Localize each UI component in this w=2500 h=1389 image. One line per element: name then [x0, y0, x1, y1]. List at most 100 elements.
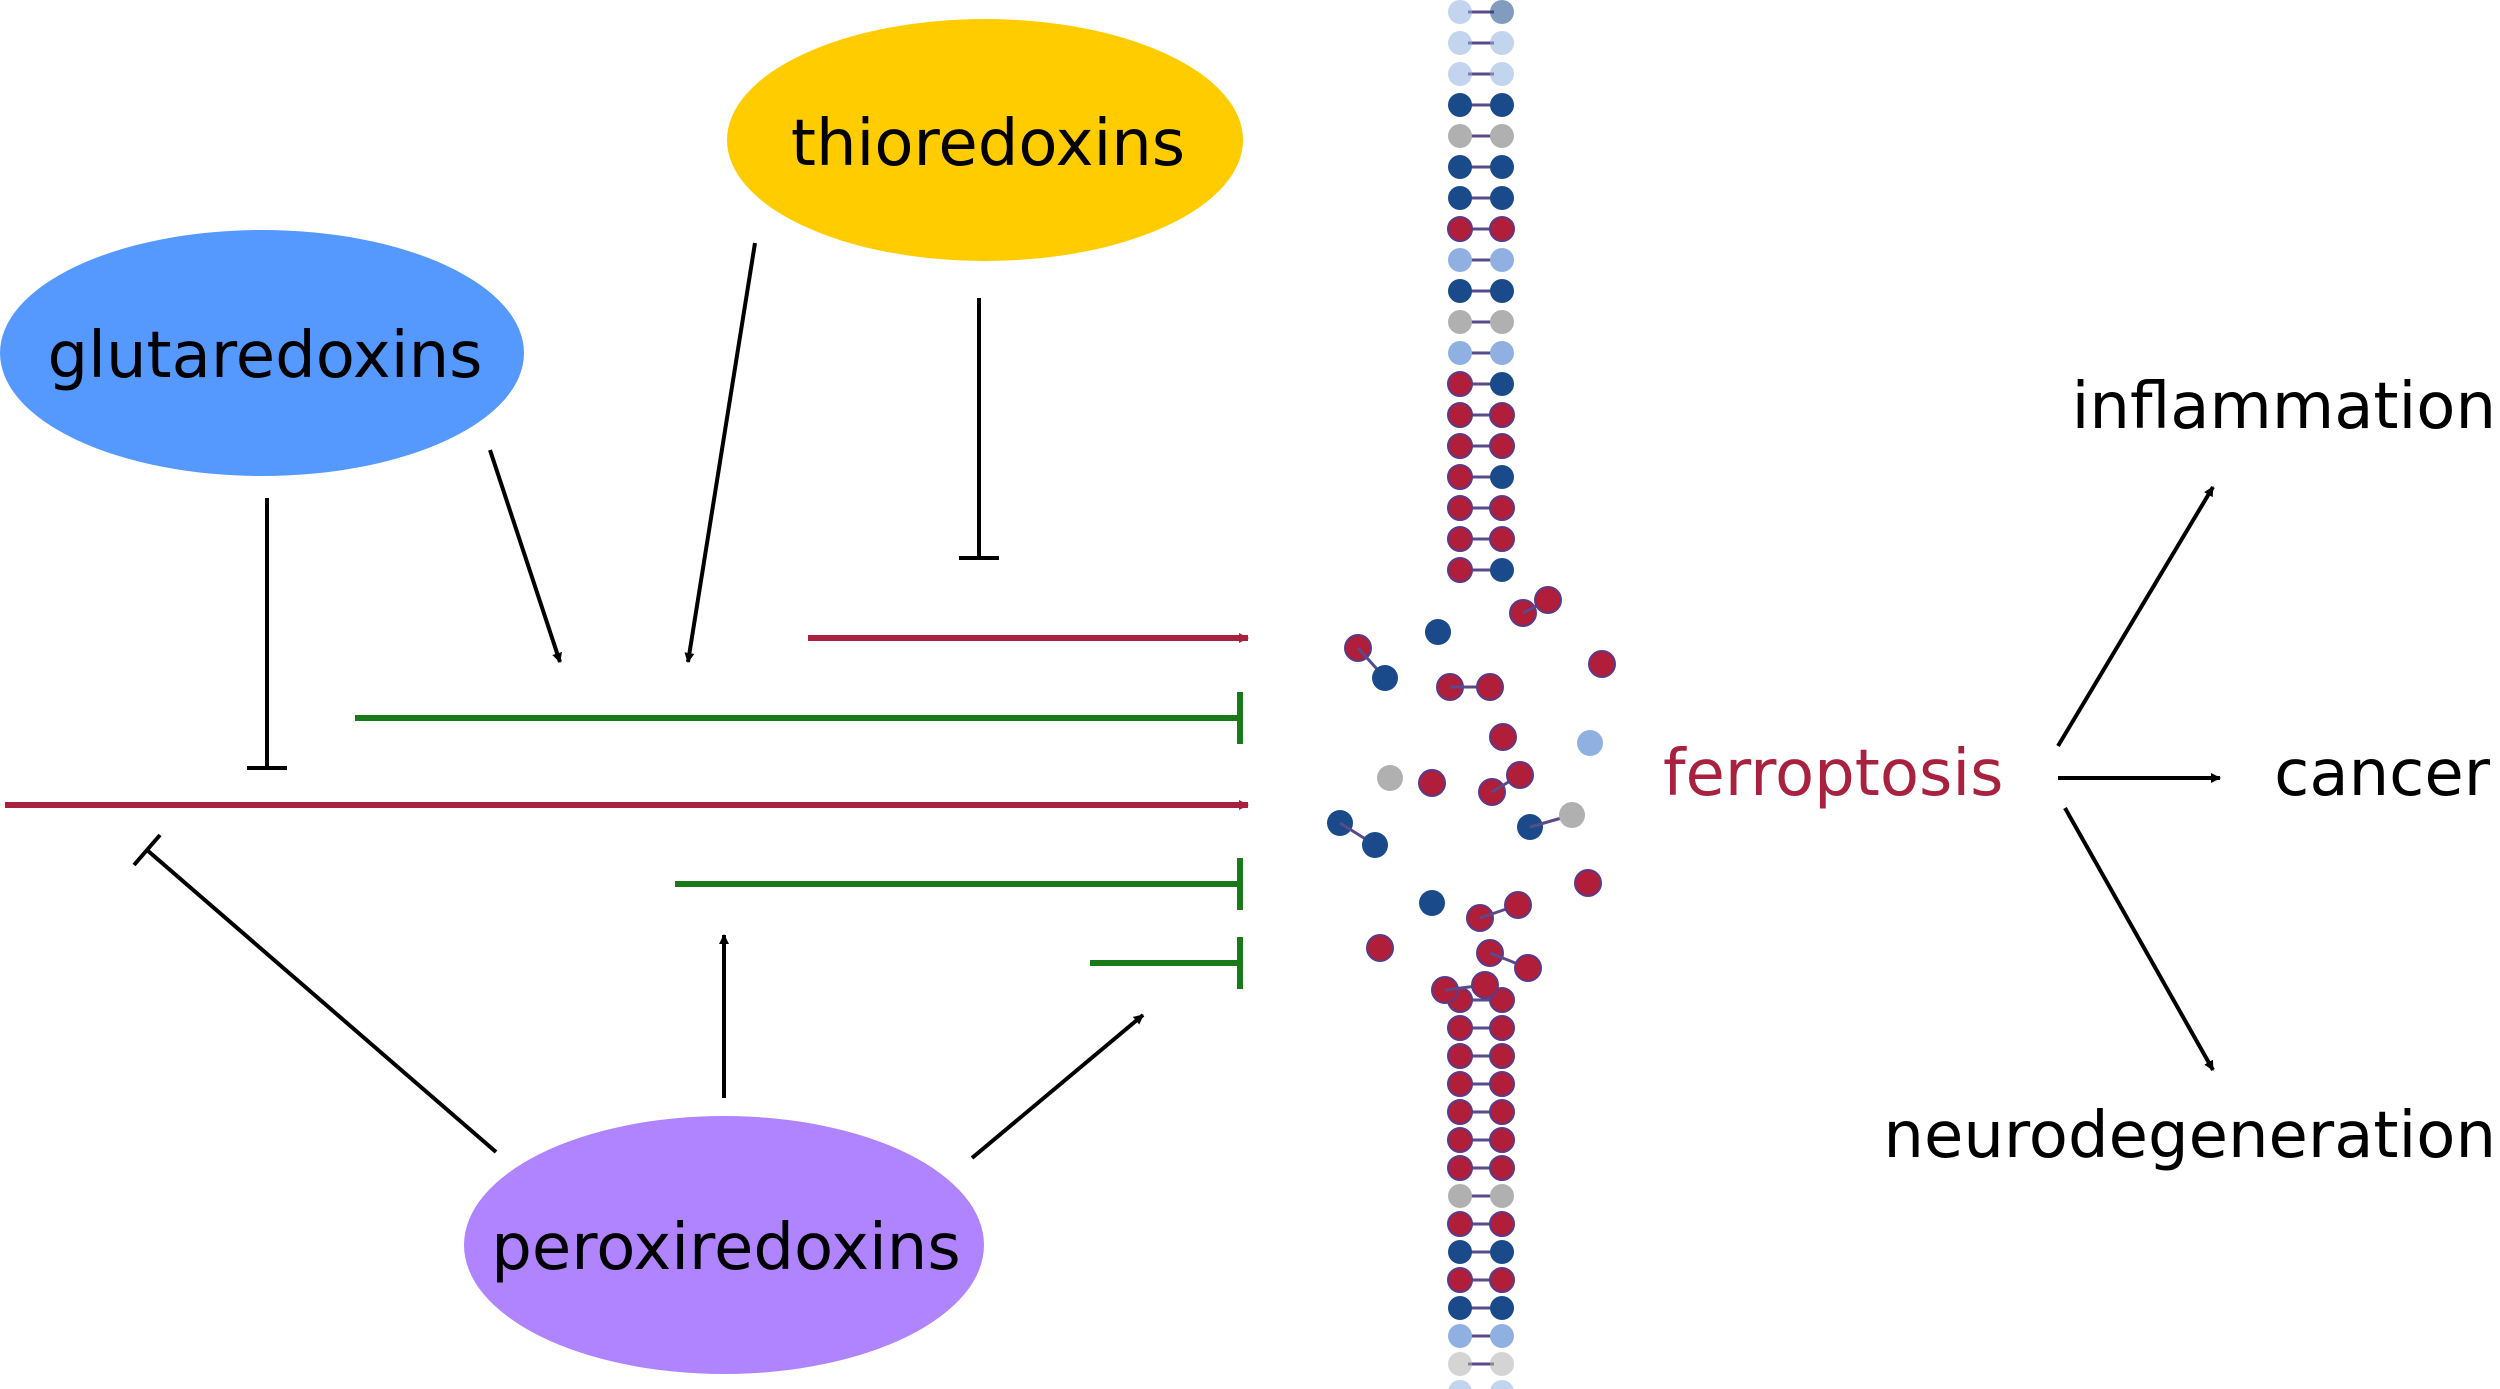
lipid-head [1490, 465, 1514, 489]
outcome-inflammation: inflammation [2072, 370, 2496, 444]
lipid-head [1447, 1267, 1473, 1293]
lipid-fragments [1327, 586, 1616, 1004]
peroxiredoxins-label: peroxiredoxins [491, 1211, 960, 1285]
lipid-head [1489, 1127, 1515, 1153]
lipid-head [1447, 1099, 1473, 1125]
lipid-head [1447, 1015, 1473, 1041]
lipid-head [1489, 526, 1515, 552]
inhibit-lines [355, 692, 1243, 989]
lipid-head [1447, 495, 1473, 521]
lipid-head [1504, 891, 1532, 919]
lipid-head [1490, 62, 1514, 86]
lipid-head [1448, 62, 1472, 86]
lipid-head [1448, 1324, 1472, 1348]
lipid-head [1447, 464, 1473, 490]
lipid-head [1447, 433, 1473, 459]
lipid-head [1448, 1352, 1472, 1376]
lipid-head [1448, 248, 1472, 272]
lipid-membrane [1447, 0, 1515, 1389]
lipid-head [1489, 1071, 1515, 1097]
lipid-head [1574, 869, 1602, 897]
lipid-head [1448, 1184, 1472, 1208]
lipid-head [1489, 723, 1517, 751]
lipid-head [1489, 433, 1515, 459]
lipid-head [1447, 371, 1473, 397]
lipid-head [1489, 1015, 1515, 1041]
lipid-head [1362, 832, 1388, 858]
lipid-head [1534, 586, 1562, 614]
node-glutaredoxins: glutaredoxins [0, 230, 524, 476]
outcome-cancer: cancer [2274, 737, 2491, 811]
lipid-head [1577, 730, 1603, 756]
lipid-head [1489, 1043, 1515, 1069]
lipid-head [1447, 1211, 1473, 1237]
lipid-head [1506, 761, 1534, 789]
lipid-head [1447, 1127, 1473, 1153]
lipid-head [1372, 665, 1398, 691]
lipid-head [1588, 650, 1616, 678]
thioredoxins-label: thioredoxins [791, 107, 1185, 181]
lipid-head [1489, 216, 1515, 242]
thioredoxins-arrow-to-green-line [684, 242, 757, 663]
arrow-to-inflammation [2056, 485, 2215, 748]
lipid-head [1490, 1380, 1514, 1389]
lipid-head [1476, 673, 1504, 701]
lipid-head [1448, 0, 1472, 24]
lipid-head [1490, 124, 1514, 148]
regulatory-edges [132, 242, 1145, 1160]
lipid-head [1448, 1240, 1472, 1264]
lipid-head [1471, 971, 1499, 999]
lipid-head [1490, 31, 1514, 55]
lipid-head [1447, 1071, 1473, 1097]
arrow-to-neurodegeneration [2063, 807, 2215, 1071]
lipid-head [1490, 0, 1514, 24]
lipid-head [1489, 987, 1515, 1013]
lipid-head [1377, 765, 1403, 791]
glutaredoxins-ellipse [0, 230, 524, 476]
lipid-head [1490, 93, 1514, 117]
lipid-head [1489, 1267, 1515, 1293]
lipid-head [1490, 372, 1514, 396]
node-peroxiredoxins: peroxiredoxins [464, 1116, 984, 1374]
lipid-head [1447, 557, 1473, 583]
peroxiredoxins-ellipse [464, 1116, 984, 1374]
lipid-head [1514, 954, 1542, 982]
lipid-head [1490, 1184, 1514, 1208]
lipid-head [1448, 31, 1472, 55]
lipid-head [1490, 1240, 1514, 1264]
lipid-head [1448, 93, 1472, 117]
peroxiredoxins-arrow-diagonal [970, 1013, 1145, 1160]
lipid-head [1366, 934, 1394, 962]
lipid-head [1490, 310, 1514, 334]
lipid-head [1447, 1043, 1473, 1069]
outcome-neurodegeneration: neurodegeneration [1883, 1099, 2496, 1173]
lipid-head [1448, 279, 1472, 303]
lipid-head [1448, 155, 1472, 179]
outcome-arrows [2056, 485, 2221, 1071]
lipid-head [1448, 124, 1472, 148]
lipid-head [1490, 186, 1514, 210]
lipid-head [1559, 802, 1585, 828]
ferroptosis-label: ferroptosis [1663, 737, 2004, 811]
lipid-head [1490, 558, 1514, 582]
lipid-head [1418, 769, 1446, 797]
lipid-head [1490, 1352, 1514, 1376]
lipid-head [1419, 890, 1445, 916]
lipid-head [1448, 1296, 1472, 1320]
lipid-head [1489, 1211, 1515, 1237]
lipid-head [1490, 248, 1514, 272]
peroxiredoxins-inhibit-bar [132, 833, 162, 867]
node-thioredoxins: thioredoxins [727, 19, 1243, 261]
lipid-head [1489, 1099, 1515, 1125]
lipid-head [1490, 155, 1514, 179]
lipid-head [1448, 341, 1472, 365]
lipid-head [1490, 341, 1514, 365]
lipid-head [1448, 1380, 1472, 1389]
lipid-head [1448, 186, 1472, 210]
lipid-head [1490, 279, 1514, 303]
lipid-head [1490, 1296, 1514, 1320]
lipid-head [1425, 619, 1451, 645]
lipid-head [1447, 402, 1473, 428]
peroxiredoxins-inhibit-red-line [145, 848, 498, 1154]
